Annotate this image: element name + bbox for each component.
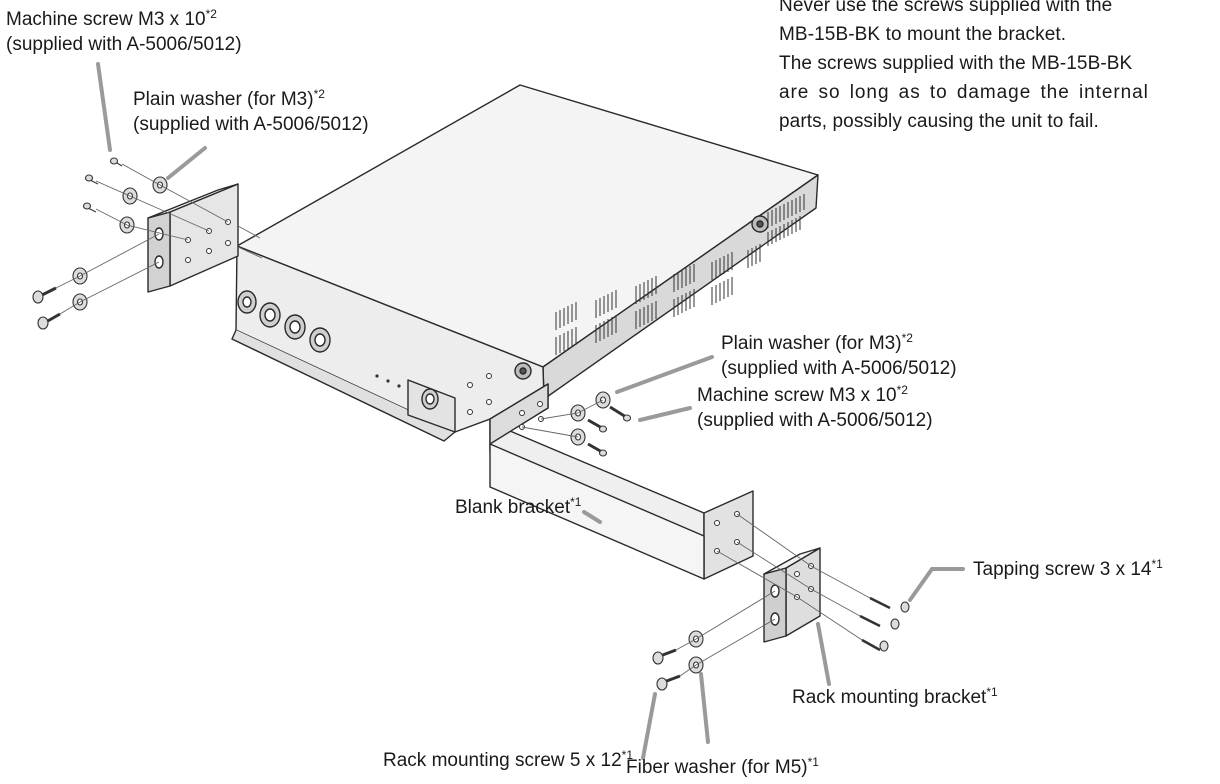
footnote-mark: *1: [986, 685, 998, 699]
side-vents: [555, 194, 805, 355]
leader-lines: [96, 62, 965, 760]
label-name: Blank bracket: [455, 497, 571, 518]
label-blank-bracket: Blank bracket*1: [455, 495, 581, 520]
footnote-mark: *1: [807, 755, 819, 769]
label-machine-screw-right: Machine screw M3 x 10*2 (supplied with A…: [697, 383, 933, 433]
label-sub: (supplied with A-5006/5012): [697, 410, 933, 431]
label-sub: (supplied with A-5006/5012): [721, 358, 957, 379]
leader-blank-bracket: [582, 510, 602, 524]
leader-machine-screw-right: [638, 406, 692, 422]
label-name: Machine screw M3 x 10: [697, 385, 897, 406]
label-name: Rack mounting bracket: [792, 687, 987, 708]
footnote-mark: *1: [570, 495, 582, 509]
footnote-mark: *1: [1151, 557, 1163, 571]
label-name: Rack mounting screw 5 x 12: [383, 750, 622, 771]
label-plain-washer-top: Plain washer (for M3)*2 (supplied with A…: [133, 87, 369, 137]
leader-rack-screw: [641, 692, 657, 760]
right-fasteners: [521, 391, 910, 691]
blank-bracket: [489, 383, 754, 580]
label-name: Plain washer (for M3): [133, 89, 314, 110]
label-name: Machine screw M3 x 10: [6, 9, 206, 30]
left-rack-mounting-bracket: [147, 183, 239, 293]
label-name: Fiber washer (for M5): [626, 757, 808, 778]
plain-washer-m3-left: [119, 176, 168, 234]
label-name: Plain washer (for M3): [721, 333, 902, 354]
leader-plain-washer-top: [166, 146, 207, 180]
fiber-washer-right: [688, 630, 704, 674]
footnote-mark: *2: [313, 87, 325, 101]
label-fiber-washer: Fiber washer (for M5)*1: [626, 755, 819, 780]
leader-tapping-screw: [908, 567, 965, 602]
note-line: The screws supplied with the MB-15B-BK: [779, 53, 1133, 74]
rack-mounting-screw-right: [652, 648, 681, 691]
label-rack-mounting-screw: Rack mounting screw 5 x 12*1: [383, 748, 633, 773]
rack-mounting-screw-left: [32, 286, 61, 330]
footnote-mark: *2: [901, 331, 913, 345]
label-name: Tapping screw 3 x 14: [973, 559, 1152, 580]
label-sub: (supplied with A-5006/5012): [6, 34, 242, 55]
footnote-mark: *1: [621, 748, 634, 762]
label-tapping-screw: Tapping screw 3 x 14*1: [973, 557, 1163, 582]
caution-note: Never use the screws supplied with the M…: [779, 0, 1149, 136]
left-fasteners: [32, 157, 263, 330]
machine-screw-m3-left: [82, 157, 123, 213]
note-line: are so long as to damage the internal: [779, 82, 1149, 103]
leader-plain-washer-right: [615, 355, 714, 394]
note-line: Never use the screws supplied with the: [779, 0, 1113, 16]
label-machine-screw-top: Machine screw M3 x 10*2 (supplied with A…: [6, 7, 242, 57]
leader-machine-screw-top: [96, 62, 112, 152]
leader-fiber-washer: [699, 672, 710, 744]
right-rack-mounting-bracket: [763, 547, 821, 643]
note-line: MB-15B-BK to mount the bracket.: [779, 24, 1067, 45]
amplifier-unit: [231, 84, 819, 442]
footnote-mark: *2: [896, 383, 908, 397]
front-knobs: [237, 290, 439, 410]
fiber-washer-left: [72, 267, 88, 311]
label-rack-mounting-bracket: Rack mounting bracket*1: [792, 685, 998, 710]
machine-screw-m3-right: [587, 405, 632, 457]
label-plain-washer-right: Plain washer (for M3)*2 (supplied with A…: [721, 331, 957, 381]
note-line: parts, possibly causing the unit to fail…: [779, 111, 1099, 132]
tapping-screw-right: [859, 596, 910, 652]
footnote-mark: *2: [205, 7, 217, 21]
leader-rack-bracket: [816, 622, 831, 686]
label-sub: (supplied with A-5006/5012): [133, 114, 369, 135]
